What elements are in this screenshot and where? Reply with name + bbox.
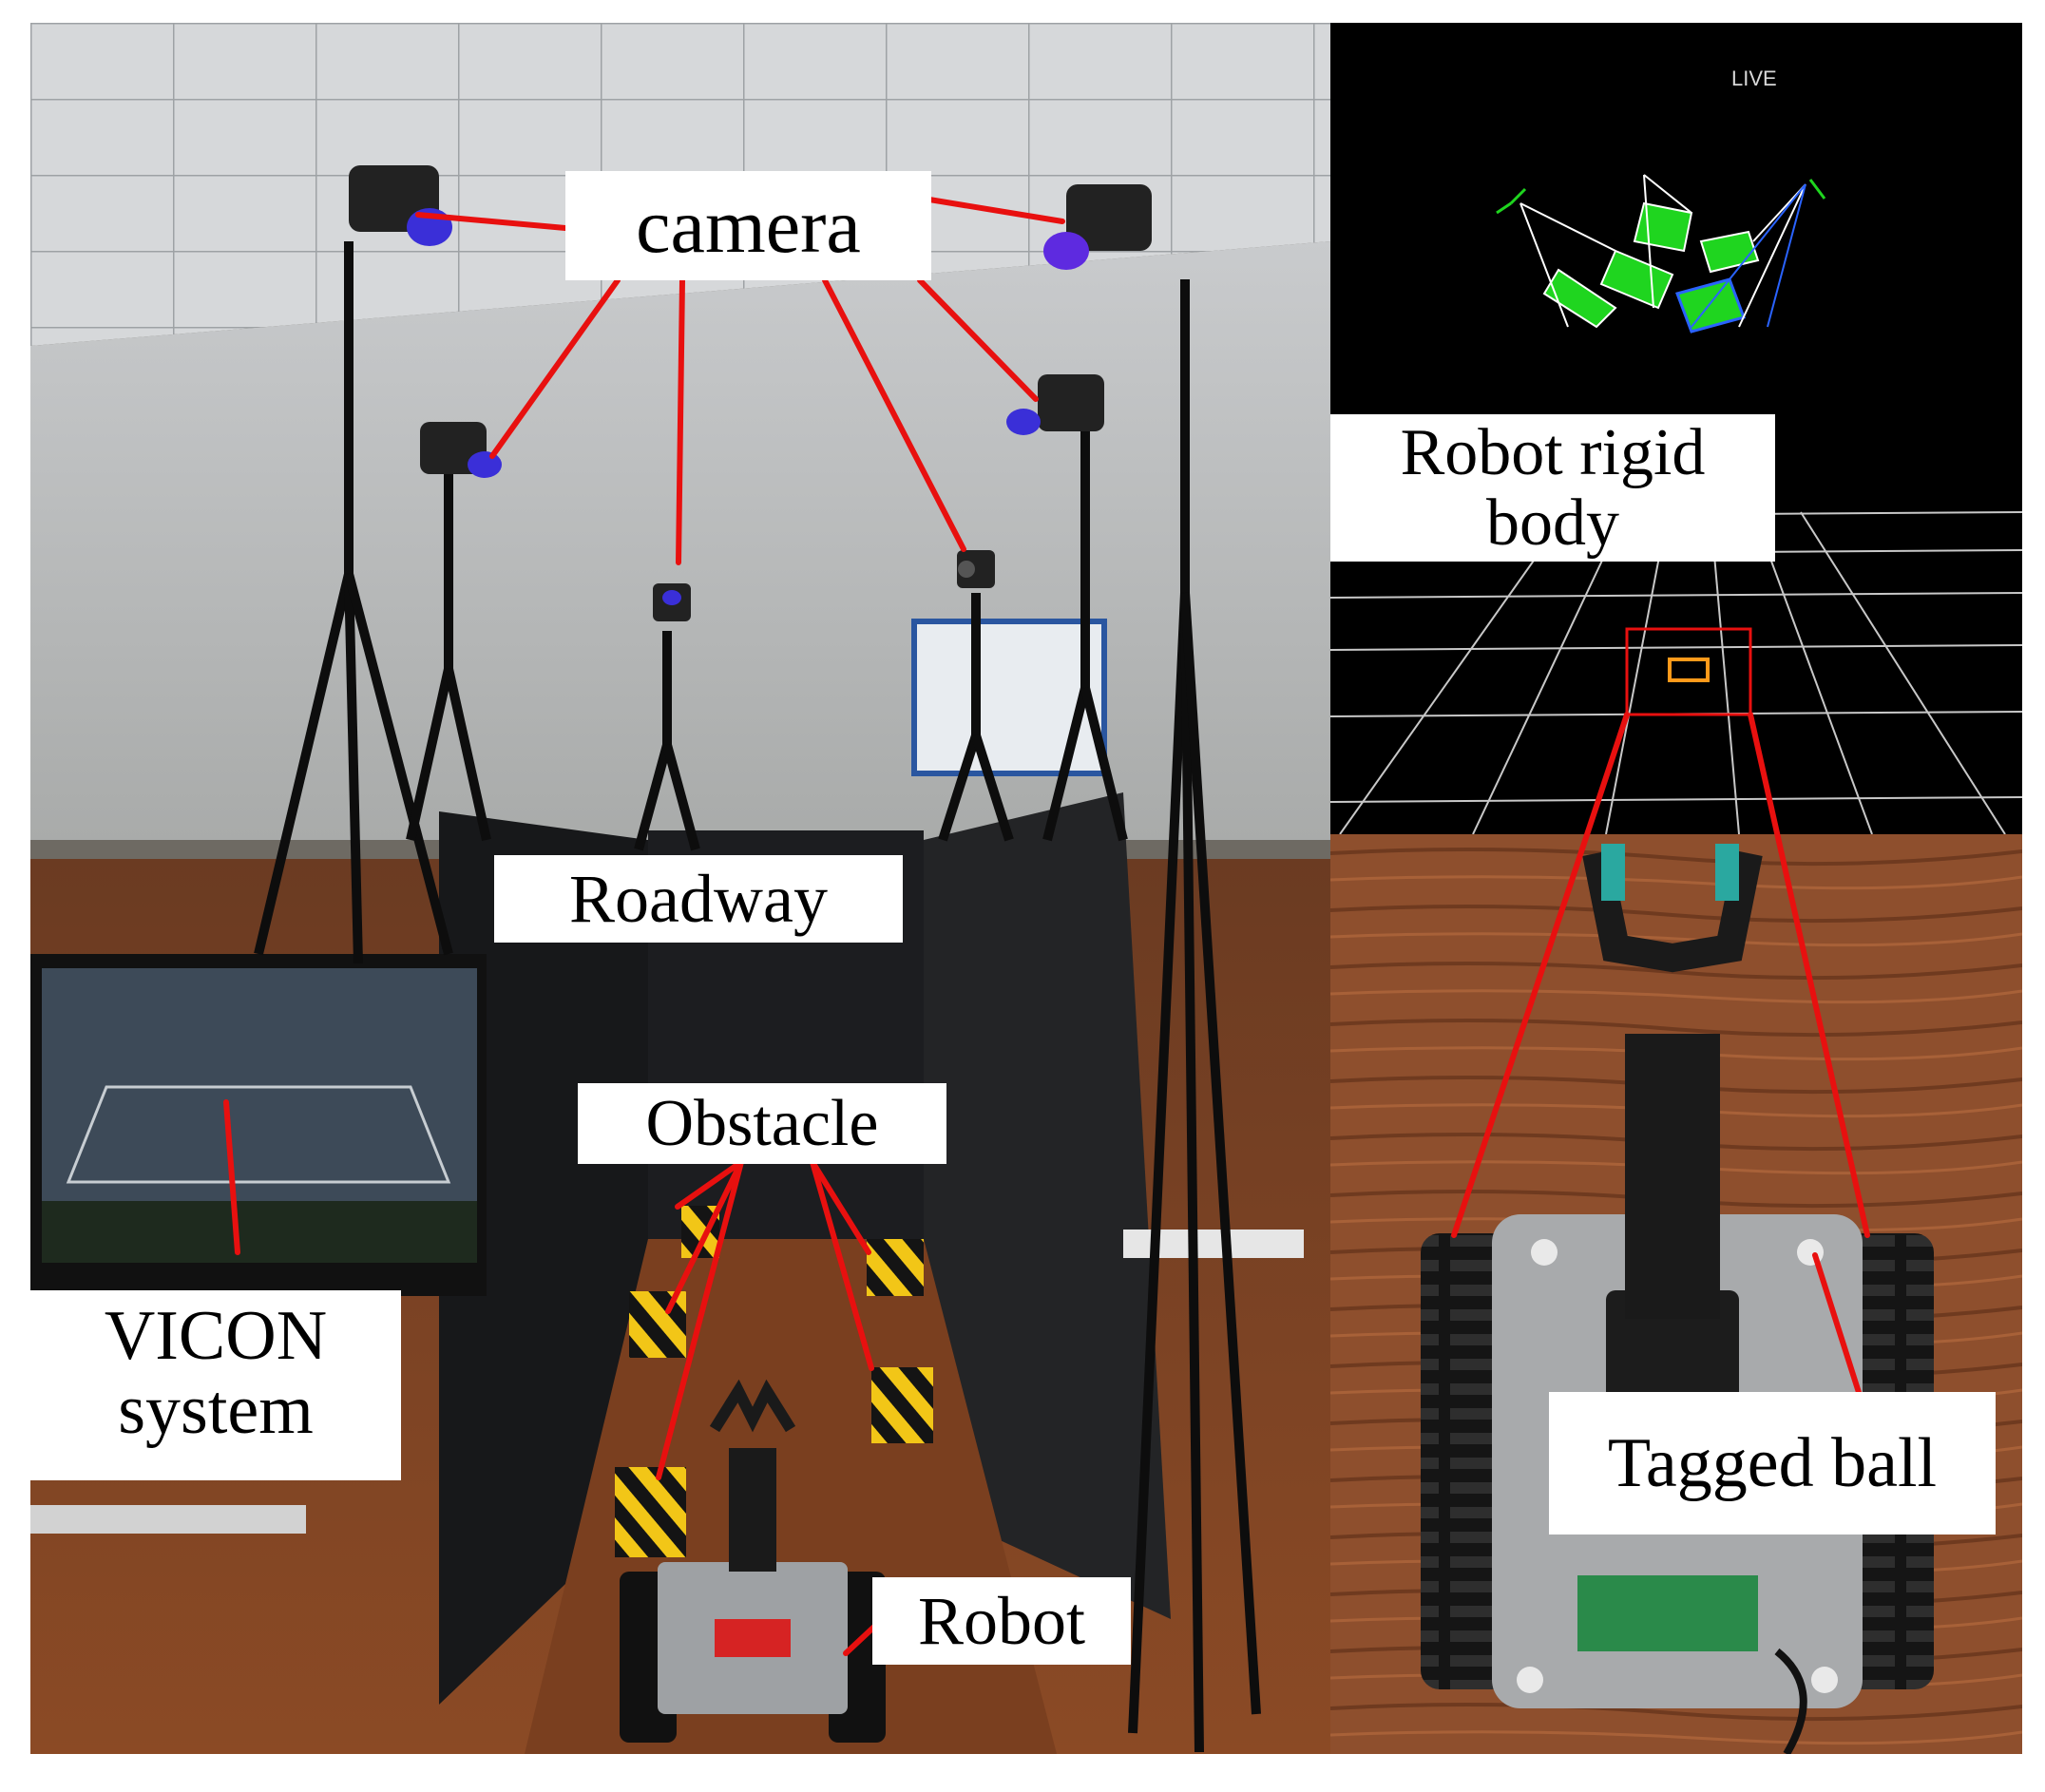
robot-label: Robot [872, 1577, 1131, 1665]
robot-closeup-illustration [1330, 834, 2022, 1754]
vicon-system-label: VICON system [30, 1290, 401, 1480]
desk [30, 1505, 306, 1534]
tagged-ball-right [1797, 1239, 1824, 1266]
robot-arm [1625, 1034, 1720, 1319]
monitor-grid [66, 1085, 451, 1184]
monitor-log [42, 1201, 477, 1263]
camera-icon [349, 165, 1152, 621]
tripod-icon [254, 241, 1261, 1753]
roadway-label: Roadway [494, 855, 903, 943]
circuit-board [1577, 1575, 1758, 1651]
rigid-body-marker [1668, 658, 1710, 682]
tagged-ball-rear-left [1517, 1667, 1543, 1693]
camera-label: camera [565, 171, 931, 280]
robot-rigid-body-label: Robot rigid body [1330, 414, 1775, 562]
live-indicator: LIVE [1731, 67, 1777, 90]
wall [30, 241, 1330, 840]
tagged-ball-left [1531, 1239, 1558, 1266]
tagged-ball-rear-right [1811, 1667, 1838, 1693]
tagged-ball-label: Tagged ball [1549, 1392, 1996, 1535]
servo-base [1606, 1290, 1739, 1414]
left-track [1421, 1233, 1511, 1689]
gripper-tip-right [1715, 844, 1739, 901]
obstacle-label: Obstacle [578, 1083, 946, 1164]
right-foam-wall [924, 792, 1171, 1619]
camera-frustums [1496, 174, 1826, 334]
robot-illustration [620, 1379, 886, 1743]
notice-board [911, 619, 1107, 776]
gripper-tip-left [1601, 844, 1625, 901]
robot-closeup-photo [1330, 834, 2022, 1754]
rigid-body-highlight [1625, 627, 1752, 716]
cable [1774, 1648, 1807, 1754]
